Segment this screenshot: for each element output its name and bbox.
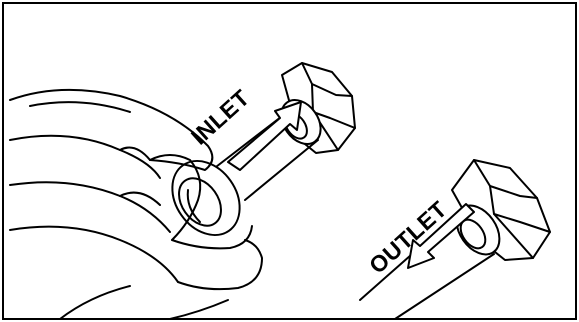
diagram-frame xyxy=(3,3,576,319)
